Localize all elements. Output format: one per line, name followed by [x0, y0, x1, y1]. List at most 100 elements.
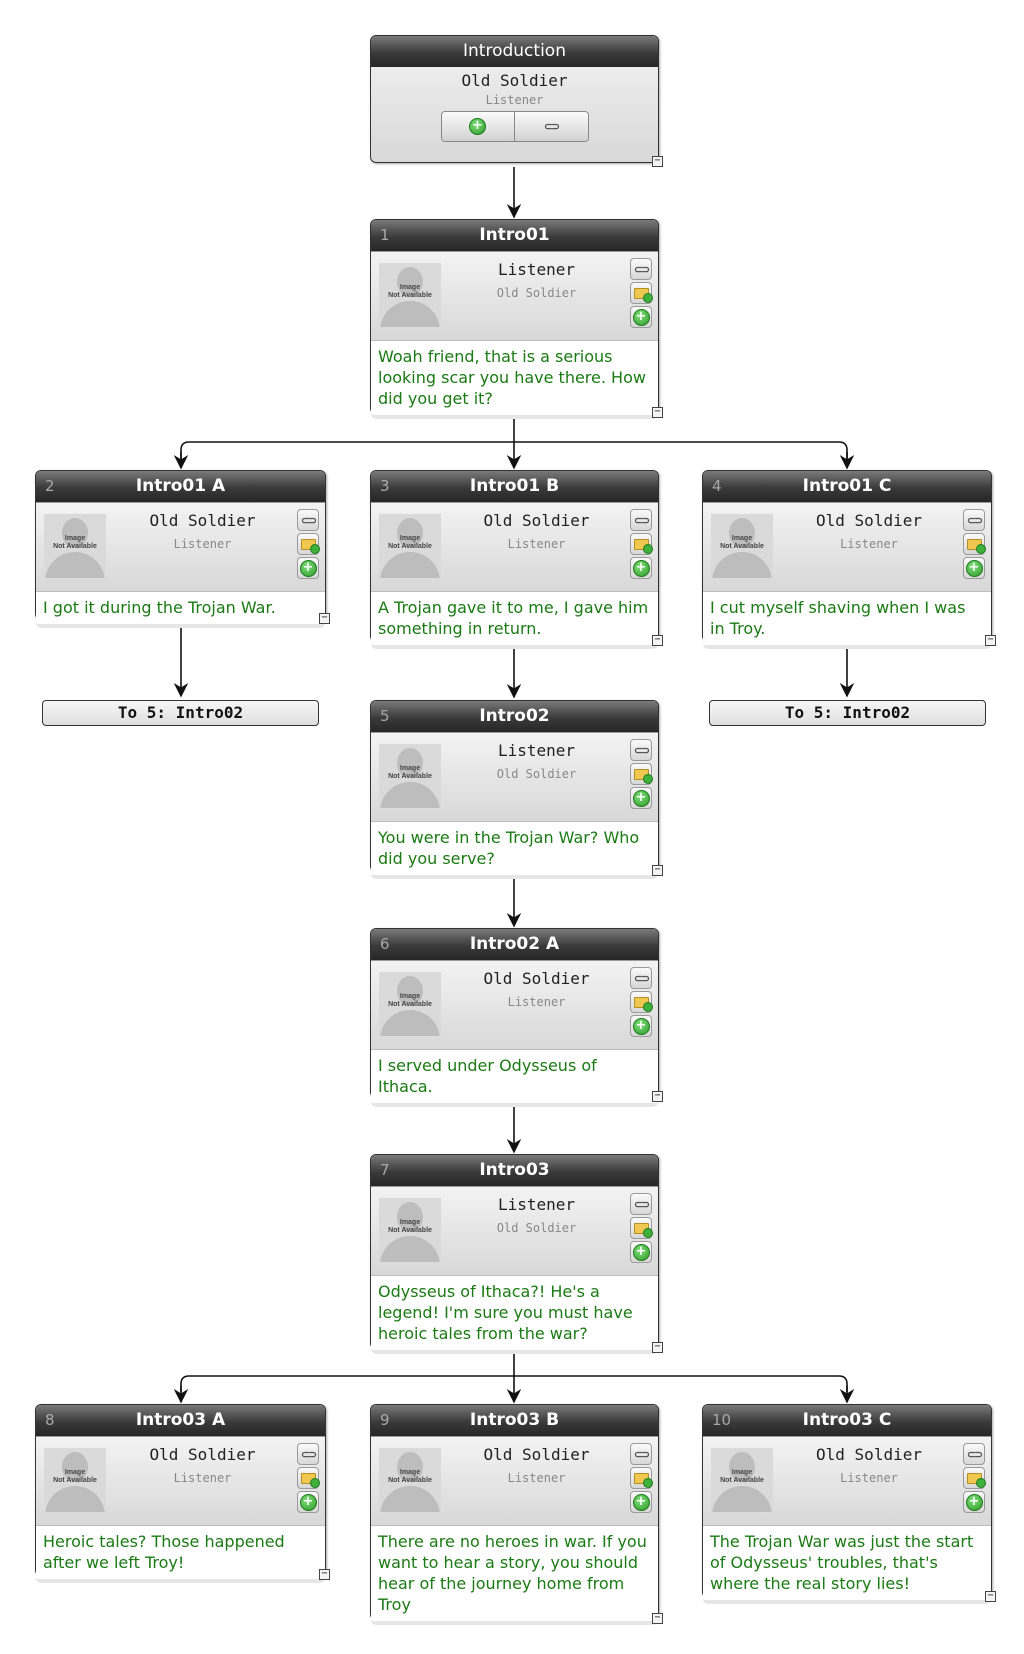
- folder-add-icon: [300, 538, 320, 554]
- link-button[interactable]: ⊂⊃: [630, 1443, 652, 1465]
- introduction-node[interactable]: Introduction Old Soldier Listener + ⊂⊃ −: [370, 35, 663, 167]
- link-button[interactable]: ⊂⊃: [297, 1443, 319, 1465]
- dialogue-text[interactable]: I served under Odysseus of Ithaca.: [371, 1050, 658, 1107]
- collapse-icon[interactable]: −: [652, 865, 663, 876]
- person-silhouette-icon: [62, 518, 88, 548]
- link-button[interactable]: ⊂⊃: [630, 1193, 652, 1215]
- link-button[interactable]: ⊂⊃: [963, 1443, 985, 1465]
- root-button-group: + ⊂⊃: [371, 111, 658, 142]
- add-folder-button[interactable]: [297, 533, 320, 555]
- node-id: 5: [380, 707, 390, 725]
- dialogue-text[interactable]: There are no heroes in war. If you want …: [371, 1526, 658, 1625]
- collapse-icon[interactable]: −: [319, 1569, 330, 1580]
- add-node-button[interactable]: +: [630, 1015, 652, 1037]
- node-toolbar: ⊂⊃ +: [630, 967, 654, 1039]
- link-button[interactable]: ⊂⊃: [297, 509, 319, 531]
- dialogue-text[interactable]: Heroic tales? Those happened after we le…: [36, 1526, 325, 1583]
- listener-name: Listener: [507, 995, 566, 1009]
- silhouette-body: [380, 1486, 440, 1512]
- add-folder-button[interactable]: [630, 1467, 653, 1489]
- link-button[interactable]: ⊂⊃: [514, 111, 589, 142]
- node-title: Intro03 C: [802, 1410, 892, 1430]
- node-id: 8: [45, 1411, 55, 1429]
- add-icon: +: [632, 1017, 650, 1035]
- add-node-button[interactable]: +: [963, 1491, 985, 1513]
- add-node-button[interactable]: +: [963, 557, 985, 579]
- add-folder-button[interactable]: [630, 282, 653, 304]
- link-button[interactable]: ⊂⊃: [630, 739, 652, 761]
- collapse-icon[interactable]: −: [652, 156, 663, 167]
- person-silhouette-icon: [62, 1452, 88, 1482]
- add-node-button[interactable]: +: [630, 1491, 652, 1513]
- dialogue-text[interactable]: Odysseus of Ithaca?! He's a legend! I'm …: [371, 1276, 658, 1354]
- avatar-placeholder: Image Not Available: [379, 514, 441, 578]
- dialogue-text[interactable]: You were in the Trojan War? Who did you …: [371, 822, 658, 879]
- node-toolbar: ⊂⊃ +: [963, 1443, 987, 1515]
- add-node-button[interactable]: +: [630, 1241, 652, 1263]
- add-icon: +: [632, 1493, 650, 1511]
- dialogue-text[interactable]: A Trojan gave it to me, I gave him somet…: [371, 592, 658, 649]
- dialogue-text[interactable]: The Trojan War was just the start of Ody…: [703, 1526, 991, 1604]
- collapse-icon[interactable]: −: [985, 635, 996, 646]
- link-button[interactable]: ⊂⊃: [963, 509, 985, 531]
- add-folder-button[interactable]: [630, 991, 653, 1013]
- node-toolbar: ⊂⊃ +: [297, 509, 321, 581]
- add-folder-button[interactable]: [630, 1217, 653, 1239]
- folder-add-icon: [633, 287, 653, 303]
- link-icon: ⊂⊃: [633, 743, 651, 757]
- add-node-button[interactable]: +: [630, 787, 652, 809]
- node-title: Intro03 A: [135, 1410, 226, 1430]
- jump-link[interactable]: To 5: Intro02: [42, 700, 319, 726]
- link-button[interactable]: ⊂⊃: [630, 258, 652, 280]
- collapse-icon[interactable]: −: [652, 1091, 663, 1102]
- add-folder-button[interactable]: [963, 1467, 986, 1489]
- dialogue-text[interactable]: I got it during the Trojan War.: [36, 592, 325, 628]
- speaker-name: Listener: [497, 741, 576, 760]
- speaker-name: Old Soldier: [149, 511, 256, 530]
- link-button[interactable]: ⊂⊃: [630, 509, 652, 531]
- jump-link[interactable]: To 5: Intro02: [709, 700, 986, 726]
- add-node-button[interactable]: +: [630, 557, 652, 579]
- add-node-button[interactable]: +: [297, 557, 319, 579]
- listener-name: Old Soldier: [496, 1221, 577, 1235]
- dialogue-text[interactable]: I cut myself shaving when I was in Troy.: [703, 592, 991, 649]
- collapse-icon[interactable]: −: [652, 635, 663, 646]
- node-title: Intro01 C: [802, 476, 892, 496]
- add-folder-button[interactable]: [297, 1467, 320, 1489]
- collapse-icon[interactable]: −: [319, 613, 330, 624]
- add-node-button[interactable]: +: [630, 306, 652, 328]
- collapse-icon[interactable]: −: [652, 1342, 663, 1353]
- silhouette-body: [380, 1236, 440, 1262]
- link-button[interactable]: ⊂⊃: [630, 967, 652, 989]
- folder-add-icon: [300, 1472, 320, 1488]
- image-not-available-label: Image Not Available: [388, 284, 432, 299]
- add-folder-button[interactable]: [963, 533, 986, 555]
- silhouette-body: [45, 552, 105, 578]
- add-node-button[interactable]: +: [297, 1491, 319, 1513]
- add-node-button[interactable]: +: [440, 111, 515, 142]
- speaker-name: Listener: [497, 1195, 576, 1214]
- collapse-icon[interactable]: −: [985, 1591, 996, 1602]
- listener-name: Listener: [507, 1471, 566, 1485]
- add-folder-button[interactable]: [630, 763, 653, 785]
- link-icon: ⊂⊃: [633, 971, 651, 985]
- avatar-placeholder: Image Not Available: [379, 263, 441, 327]
- add-folder-button[interactable]: [630, 533, 653, 555]
- dialogue-text[interactable]: Woah friend, that is a serious looking s…: [371, 341, 658, 419]
- collapse-icon[interactable]: −: [652, 407, 663, 418]
- collapse-icon[interactable]: −: [652, 1613, 663, 1624]
